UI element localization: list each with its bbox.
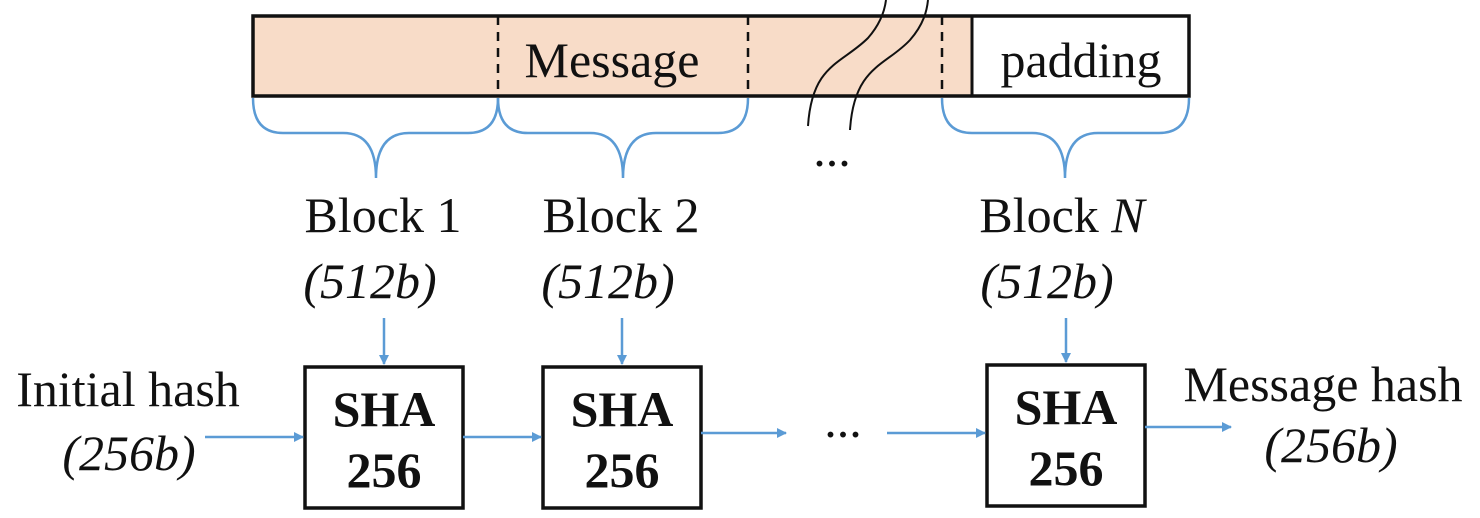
- braces: [251, 97, 1191, 179]
- block-2-label: Block 2: [543, 187, 700, 243]
- block-1-brace: [251, 97, 500, 179]
- block-1-size: (512b): [303, 253, 436, 309]
- padding-label: padding: [1000, 32, 1161, 88]
- sha-box-2-frame: [541, 365, 703, 510]
- block-n-label-var: N: [1110, 187, 1147, 243]
- down-arrows: [379, 318, 1071, 365]
- initial-hash-size: (256b): [62, 425, 195, 481]
- block-n-label-prefix: Block: [979, 187, 1111, 243]
- sha-box-1-line2: 256: [347, 442, 422, 498]
- sha-box-2: SHA 256: [541, 365, 703, 510]
- horizontal-arrows: [205, 422, 1232, 442]
- message-hash-size: (256b): [1264, 417, 1397, 473]
- block-n-brace: [940, 97, 1191, 179]
- message-bar-outline: [251, 14, 1191, 98]
- break-marks: [807, 0, 929, 131]
- block-1-label: Block 1: [305, 187, 462, 243]
- sha-box-1: SHA 256: [303, 365, 465, 510]
- message-bar: Message padding: [251, 14, 1191, 98]
- block-n-size: (512b): [980, 253, 1113, 309]
- break-curve: [807, 0, 887, 127]
- message-hash-label: Message hash: [1183, 356, 1462, 412]
- block-labels: Block 1 (512b) Block 2 (512b) Block N (5…: [303, 187, 1147, 309]
- sha-box-2-line1: SHA: [571, 381, 674, 437]
- block-n-label: Block N: [979, 187, 1147, 243]
- initial-hash-label: Initial hash: [16, 361, 240, 417]
- ellipsis-top: ...: [813, 121, 851, 177]
- message-region: [253, 16, 972, 96]
- message-label: Message: [525, 32, 700, 88]
- sha-box-n-line1: SHA: [1015, 379, 1118, 435]
- initial-hash: Initial hash (256b): [16, 361, 240, 481]
- sha-box-n-line2: 256: [1029, 440, 1104, 496]
- block-2-brace: [496, 97, 750, 179]
- ellipsis-bottom: ...: [824, 392, 862, 448]
- sha-box-n: SHA 256: [985, 363, 1147, 508]
- message-hash: Message hash (256b): [1183, 356, 1462, 473]
- sha-box-n-frame: [985, 363, 1147, 508]
- break-curve: [849, 0, 929, 131]
- sha-box-1-line1: SHA: [333, 381, 436, 437]
- padding-region: [972, 16, 1189, 96]
- block-2-size: (512b): [541, 253, 674, 309]
- sha-box-2-line2: 256: [585, 442, 660, 498]
